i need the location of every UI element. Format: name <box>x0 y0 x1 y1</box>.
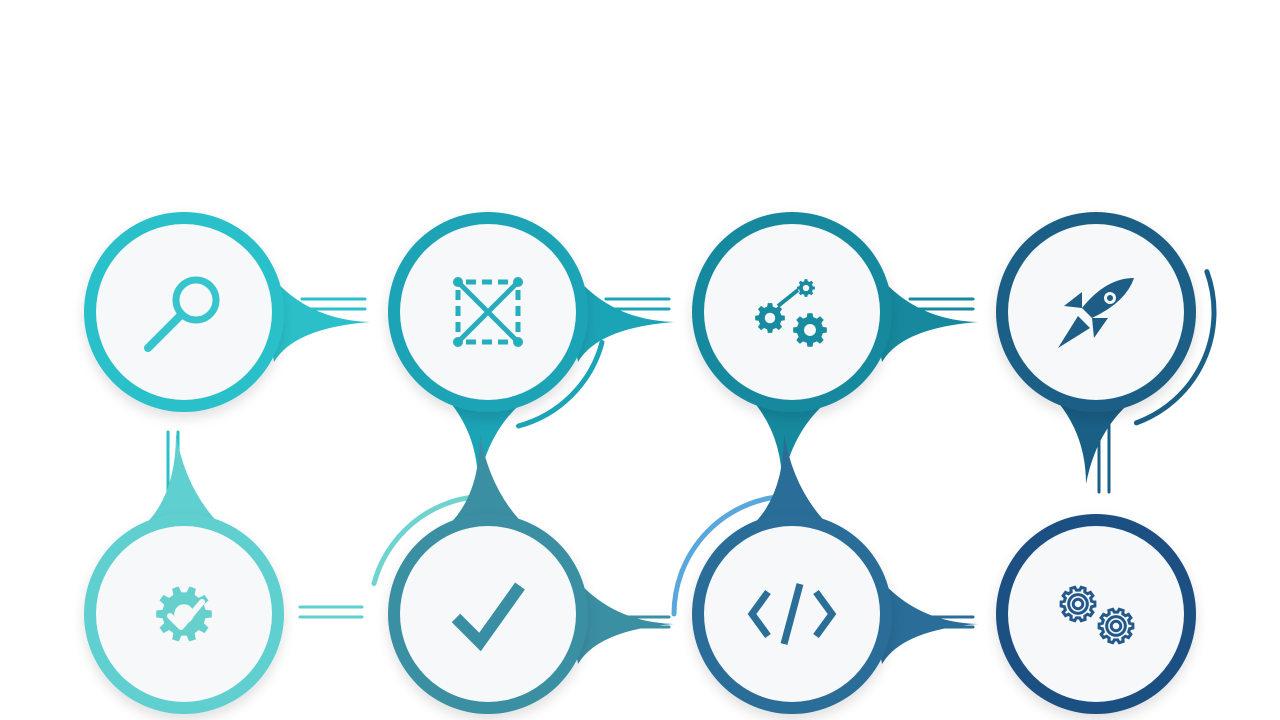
node-research <box>84 212 284 412</box>
rocket-icon <box>1058 278 1134 348</box>
node-connected-gears <box>692 212 892 412</box>
ring-arc <box>1133 269 1217 426</box>
node-tail <box>558 554 674 664</box>
node-disc <box>1008 526 1184 702</box>
magnifier-icon <box>144 276 220 352</box>
gears-icon <box>1059 585 1135 645</box>
node-tail <box>742 434 848 542</box>
node-quality-badge <box>84 514 284 714</box>
node-approve <box>388 514 588 714</box>
node-tail <box>134 434 240 542</box>
checkmark-icon <box>451 582 525 652</box>
node-configure <box>996 514 1196 714</box>
node-tail <box>558 252 674 362</box>
node-develop <box>692 514 892 714</box>
node-disc <box>400 526 576 702</box>
wireframe-icon <box>453 277 523 347</box>
code-icon <box>747 583 837 645</box>
ring-arc <box>371 493 481 586</box>
connected-gears-icon <box>755 279 827 347</box>
node-tail <box>254 252 370 362</box>
node-disc <box>704 224 880 400</box>
ring-arc <box>516 340 605 429</box>
ring-arc <box>671 494 779 617</box>
node-launch <box>996 212 1196 412</box>
node-tail <box>438 434 544 542</box>
badge-check-icon <box>156 586 212 642</box>
node-wireframe <box>388 212 588 412</box>
node-tail <box>862 554 978 664</box>
node-tail <box>862 252 978 362</box>
